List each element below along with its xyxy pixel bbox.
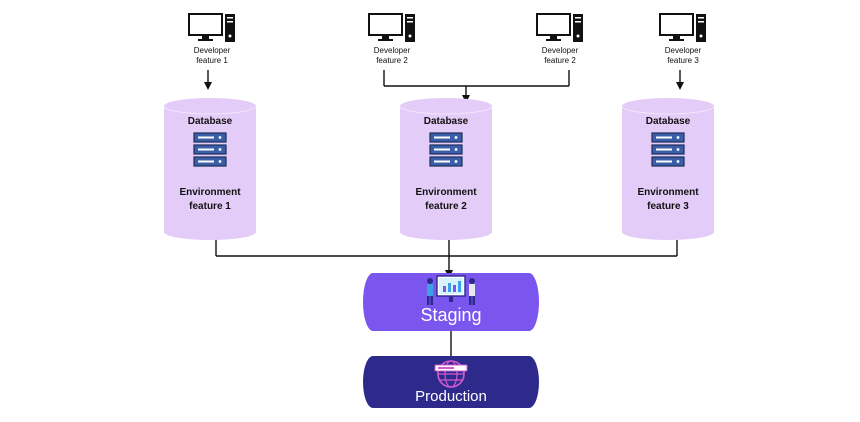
desktop-computer-icon <box>536 13 583 42</box>
desktop-computer-icon <box>368 13 415 42</box>
server-rack-icon <box>193 132 227 167</box>
desktop-computer-icon <box>659 13 706 42</box>
cylinder-shape <box>164 98 256 240</box>
staging-label: Staging <box>420 305 482 325</box>
staging-node: Staging <box>363 273 539 331</box>
web-globe-icon <box>434 360 468 388</box>
people-dashboard-icon <box>427 275 475 305</box>
server-rack-icon <box>429 132 463 167</box>
production-label: Production <box>415 388 487 405</box>
server-rack-icon <box>651 132 685 167</box>
production-node: Production <box>363 356 539 408</box>
cylinder-shape <box>622 98 714 240</box>
database-title: Database <box>423 116 469 127</box>
desktop-computer-icon <box>188 13 235 42</box>
production-shape <box>363 356 539 408</box>
database-title: Database <box>645 116 691 127</box>
cylinder-shape <box>400 98 492 240</box>
database-title: Database <box>187 116 233 127</box>
